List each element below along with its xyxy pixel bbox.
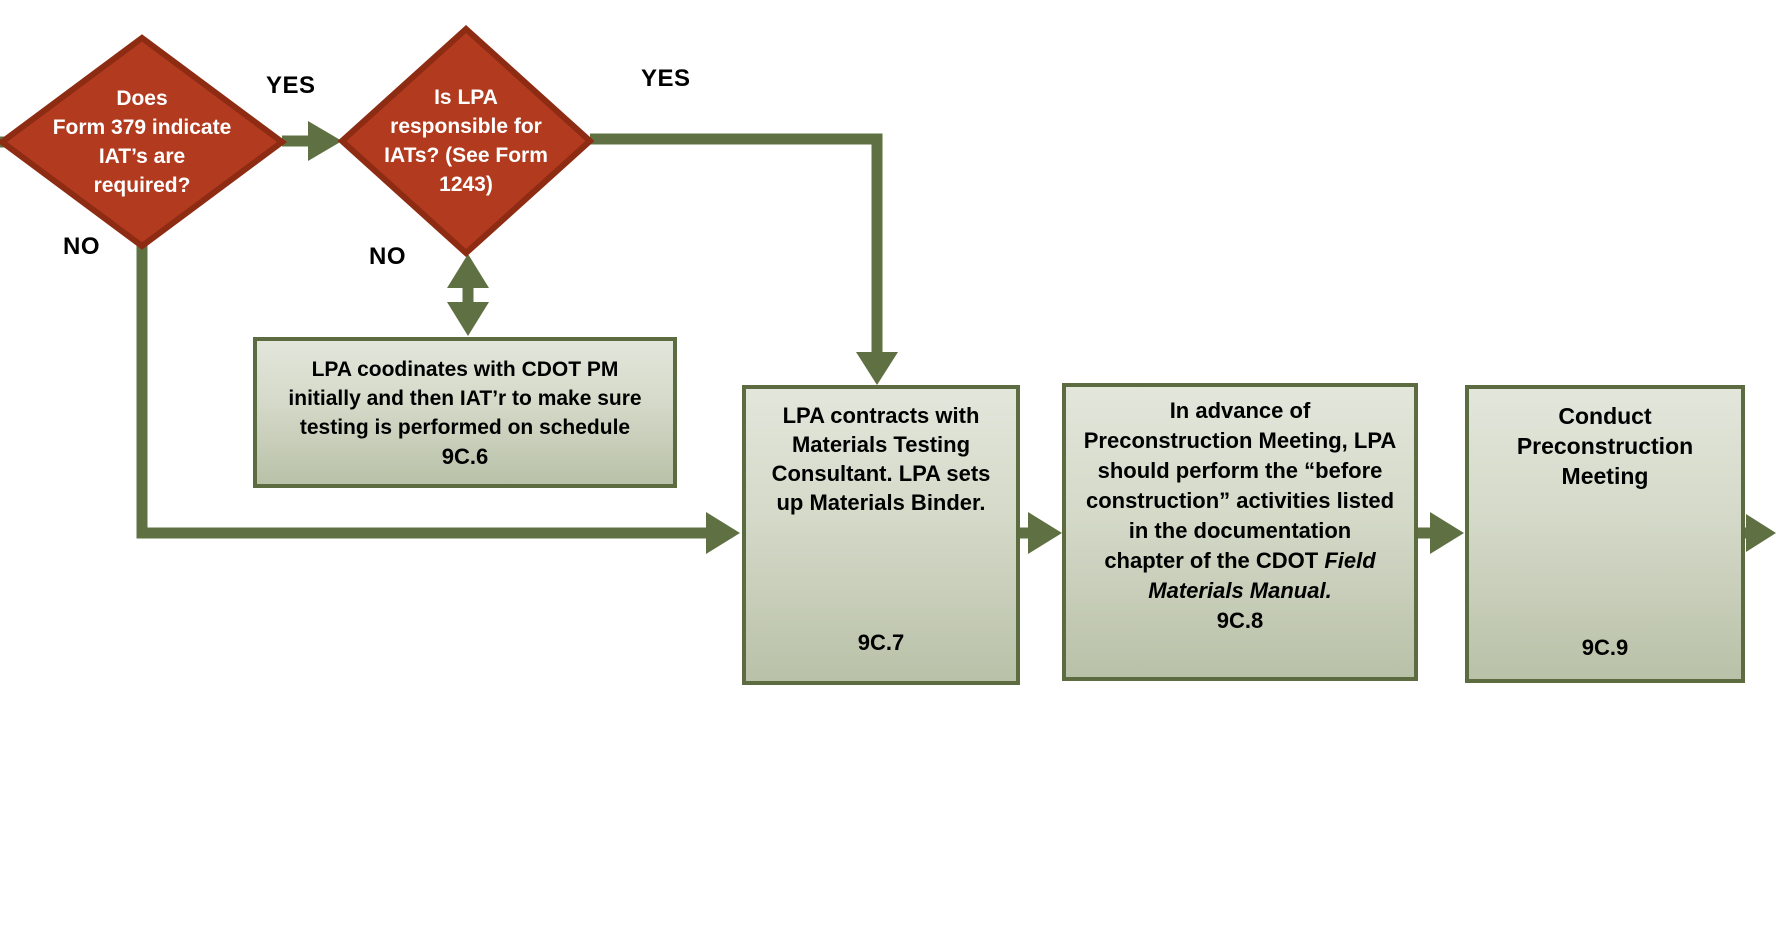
process-box-9c9: Conduct Preconstruction Meeting 9C.9 (1465, 385, 1745, 683)
label-no-d2: NO (369, 243, 406, 270)
process-box-9c6-text: LPA coodinates with CDOT PM initially an… (288, 357, 642, 439)
process-box-9c6: LPA coodinates with CDOT PM initially an… (253, 337, 677, 488)
process-box-9c8: In advance of Preconstruction Meeting, L… (1062, 383, 1418, 681)
arrowhead-up-icon (447, 254, 489, 288)
arrowhead-down-icon (447, 302, 489, 336)
process-box-9c8-text-italic: Field Materials Manual. (1148, 548, 1376, 603)
process-box-9c8-text-regular: In advance of Preconstruction Meeting, L… (1083, 398, 1397, 573)
label-yes-d2: YES (641, 65, 691, 92)
process-box-9c8-text: In advance of Preconstruction Meeting, L… (1084, 396, 1397, 606)
decision-lpa-responsible-text: Is LPA responsible for IATs? (See Form 1… (384, 86, 548, 196)
decision-diamond-lpa-responsible (337, 24, 595, 258)
arrow-no-d1-c7-shaft (136, 244, 708, 539)
process-box-9c7-number: 9C.7 (857, 630, 905, 655)
arrow-yes-d2-c7-shaft (590, 133, 883, 353)
decision-diamond-form379 (0, 34, 288, 250)
arrowhead-right-icon (1430, 512, 1464, 554)
label-yes-d1: YES (266, 72, 316, 99)
arrowhead-right-icon (706, 512, 740, 554)
arrowhead-right-icon (308, 121, 342, 161)
arrowhead-down-icon (856, 352, 898, 385)
process-box-9c9-number: 9C.9 (1581, 635, 1629, 660)
arrowhead-right-icon (1028, 512, 1062, 554)
process-box-9c7: LPA contracts with Materials Testing Con… (742, 385, 1020, 685)
arrowhead-right-icon (1746, 514, 1776, 552)
process-box-9c6-number: 9C.6 (441, 443, 489, 469)
process-box-9c8-number: 9C.8 (1216, 608, 1264, 633)
process-box-9c7-text: LPA contracts with Materials Testing Con… (771, 403, 991, 515)
decision-form379-text: Does Form 379 indicate IAT’s are require… (52, 87, 232, 197)
process-box-9c9-text: Conduct Preconstruction Meeting (1516, 403, 1694, 489)
label-no-d1: NO (63, 233, 100, 260)
